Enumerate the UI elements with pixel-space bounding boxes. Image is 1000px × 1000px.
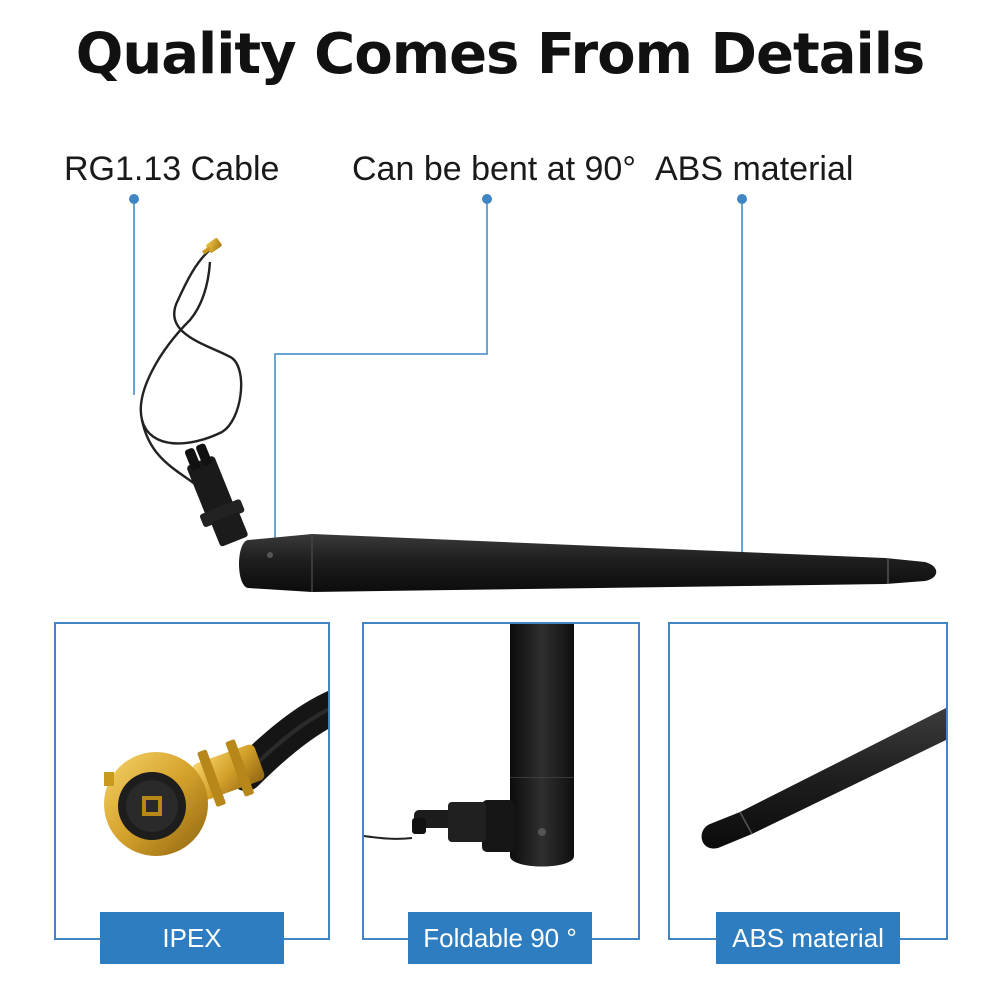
panel-abs <box>668 622 948 940</box>
abs-tip-image <box>701 708 946 849</box>
leader-line-cable <box>129 194 139 395</box>
antenna-whip <box>239 534 937 592</box>
foldable-hinge-image <box>364 624 574 867</box>
callout-cable: RG1.13 Cable <box>64 150 280 188</box>
leader-line-bend <box>274 194 492 540</box>
ipex-connector-small <box>202 238 222 255</box>
antenna-main-image <box>129 194 937 592</box>
page-title: Quality Comes From Details <box>75 22 926 87</box>
callout-material: ABS material <box>655 150 854 188</box>
ipex-connector-image <box>104 690 328 856</box>
tag-abs: ABS material <box>716 912 900 964</box>
tag-ipex: IPEX <box>100 912 284 964</box>
antenna-hinge <box>184 443 248 547</box>
tag-foldable: Foldable 90 ° <box>408 912 592 964</box>
coax-cable <box>139 247 243 445</box>
panel-foldable <box>362 622 640 940</box>
leader-line-material <box>737 194 747 556</box>
callout-bend: Can be bent at 90° <box>352 150 636 188</box>
panel-ipex <box>54 622 330 940</box>
